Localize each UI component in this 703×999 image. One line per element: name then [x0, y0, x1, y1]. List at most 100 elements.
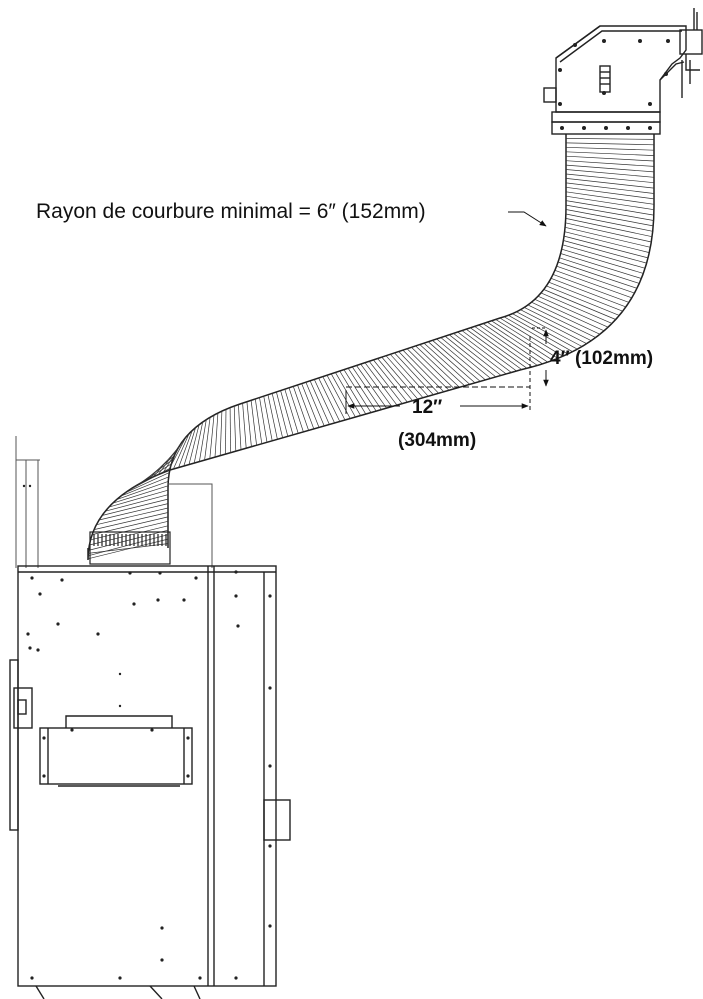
duct-corrugation [411, 347, 455, 390]
duct-corrugation [276, 391, 289, 437]
duct-corrugation [565, 209, 654, 227]
duct-corrugation [199, 419, 207, 462]
run-dimension-mm-label: (304mm) [398, 430, 476, 451]
bend-radius-label: Rayon de courbure minimal = 6″ (152mm) [36, 200, 426, 223]
duct-corrugation [381, 356, 419, 400]
duct-corrugation [563, 240, 647, 264]
unit-cabinet-icon [9, 484, 291, 999]
duct-corrugation [552, 274, 630, 303]
duct-corrugation [564, 231, 650, 253]
duct-corrugation [440, 337, 491, 379]
duct-corrugation [436, 338, 486, 381]
duct-corrugation [292, 386, 309, 431]
duct-corrugation [88, 534, 169, 557]
duct-corrugation [209, 415, 215, 459]
duct-corrugation [565, 186, 655, 200]
duct-corrugation [326, 375, 351, 419]
duct-corrugation [457, 331, 512, 373]
duct-corrugation [373, 359, 408, 403]
duct-corrugation [214, 412, 219, 458]
duct-corrugation [398, 351, 439, 394]
duct-corrugation [246, 401, 252, 447]
duct-corrugation [364, 362, 398, 406]
dimension-lines [345, 211, 549, 414]
duct-corrugation [419, 344, 465, 387]
duct-corrugation [540, 292, 613, 324]
duct-corrugation [297, 384, 315, 430]
duct-corrugation [554, 269, 632, 299]
duct-corrugation [188, 424, 200, 465]
duct-corrugation [508, 314, 573, 353]
duct-corrugation [90, 520, 169, 541]
duct-corrugation [284, 389, 299, 434]
run-dimension-label: 12″ [412, 397, 442, 418]
duct-corrugation [322, 376, 346, 421]
duct-corrugation [487, 321, 548, 363]
duct-corrugation [565, 142, 655, 146]
duct-corrugation [423, 342, 471, 385]
duct-corrugation [406, 348, 450, 391]
duct-corrugation [415, 345, 460, 388]
duct-corrugation [565, 178, 655, 189]
duct-corrugation [565, 218, 653, 238]
duct-corrugation [124, 472, 170, 494]
duct-corrugation [561, 248, 644, 274]
duct-corrugation [565, 173, 655, 184]
duct-corrugation [242, 403, 247, 449]
duct-corrugation [444, 335, 497, 378]
duct-corrugation [557, 261, 638, 289]
duct-corrugation [565, 160, 655, 167]
duct-corrugation [88, 529, 169, 551]
duct-corrugation [449, 334, 502, 376]
duct-corrugation [108, 489, 169, 508]
duct-corrugation [318, 377, 341, 422]
duct-corrugation [559, 257, 640, 284]
duct-corrugation [385, 355, 424, 398]
duct-corrugation [280, 390, 294, 435]
duct-corrugation [138, 459, 173, 485]
duct-corrugation [565, 204, 654, 221]
duct-corrugation [178, 430, 193, 468]
duct-corrugation [259, 397, 268, 443]
duct-corrugation [495, 319, 559, 359]
duct-corrugation [116, 481, 169, 500]
duct-corrugation [524, 307, 592, 342]
duct-corrugation [474, 326, 533, 368]
duct-corrugation [133, 463, 172, 488]
duct-corrugation [402, 349, 445, 393]
duct-corrugation [368, 361, 403, 404]
duct-corrugation [465, 328, 523, 370]
duct-corrugation [360, 363, 393, 407]
duct-corrugation [531, 301, 601, 335]
duct-corrugation [313, 379, 335, 424]
duct-corrugation [546, 285, 620, 316]
duct-corrugation [534, 298, 605, 332]
duct-corrugation [565, 138, 655, 140]
duct-corrugation [339, 370, 367, 415]
duct-corrugation [129, 467, 171, 491]
duct-corrugation [193, 422, 204, 464]
duct-corrugation [560, 253, 642, 279]
duct-corrugation [112, 485, 169, 504]
duct-corrugation [548, 281, 623, 312]
duct-corrugation [537, 295, 609, 328]
duct-corrugation [254, 398, 263, 444]
duct-corrugation [309, 380, 330, 425]
duct-corrugation [565, 146, 655, 151]
duct-corrugation [105, 494, 169, 512]
duct-corrugation [263, 396, 273, 441]
flexible-duct-icon [87, 134, 655, 561]
duct-corrugation [271, 393, 283, 438]
duct-corrugation [377, 358, 413, 401]
duct-corrugation [565, 222, 652, 243]
duct-corrugation [167, 436, 187, 471]
duct-corrugation [427, 341, 476, 384]
duct-corrugation [556, 265, 635, 294]
duct-corrugation [491, 320, 553, 361]
duct-corrugation [120, 476, 169, 497]
duct-corrugation [482, 323, 543, 365]
duct-corrugation [520, 309, 587, 345]
duct-corrugation [330, 373, 356, 418]
duct-corrugation [504, 316, 568, 355]
